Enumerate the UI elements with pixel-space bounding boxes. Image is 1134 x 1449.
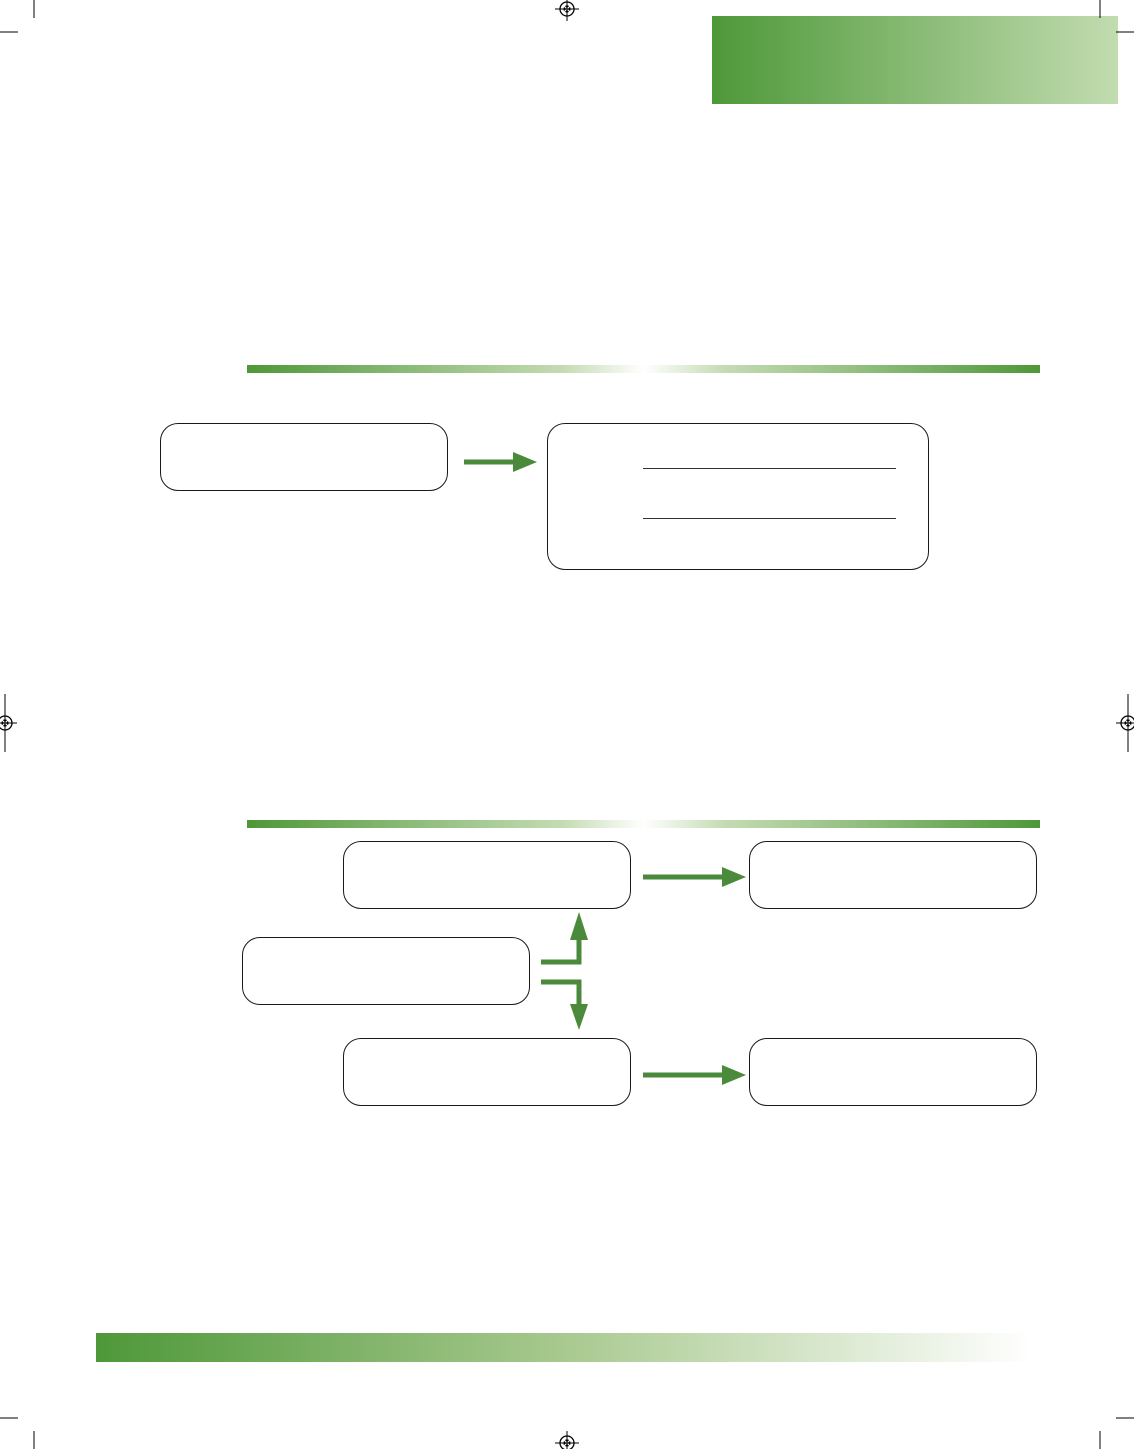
diagram-2-lower-result-box xyxy=(749,1038,1037,1106)
section-divider-2 xyxy=(247,820,1040,828)
header-color-band xyxy=(712,16,1118,104)
diagram-2-lower-box xyxy=(343,1038,631,1106)
section-divider-1 xyxy=(247,365,1040,373)
branch-down-arrow xyxy=(541,979,588,1030)
diagram-2-left-box xyxy=(242,937,530,1005)
arrow-right-2 xyxy=(643,867,746,887)
footer-color-band xyxy=(96,1333,1032,1362)
branch-up-arrow xyxy=(541,912,588,965)
arrow-right-3 xyxy=(643,1065,746,1085)
registration-mark-icon xyxy=(555,1431,579,1449)
diagram-2-upper-result-box xyxy=(749,841,1037,909)
arrow-right-1 xyxy=(464,452,537,472)
diagram-1-target-box xyxy=(547,423,929,570)
registration-mark-icon xyxy=(1116,711,1134,735)
diagram-2-upper-box xyxy=(343,841,631,909)
registration-mark-icon xyxy=(0,711,17,735)
blank-line xyxy=(643,518,896,519)
registration-mark-icon xyxy=(555,0,579,21)
blank-line xyxy=(643,468,896,469)
diagram-1-source-box xyxy=(160,423,448,491)
